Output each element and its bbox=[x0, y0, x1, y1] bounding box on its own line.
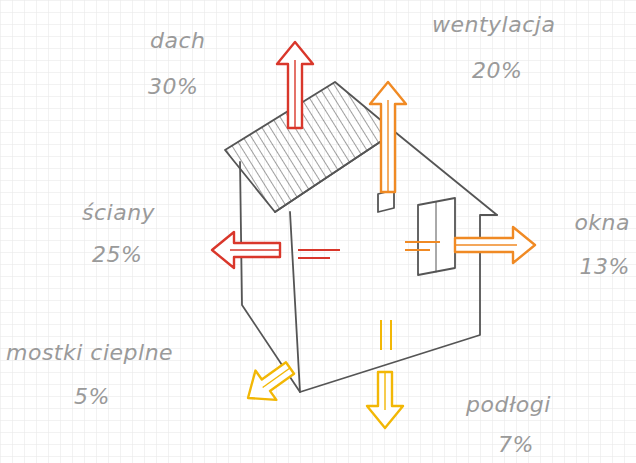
windows-label: okna bbox=[574, 210, 630, 236]
ventilation-arrow bbox=[370, 82, 406, 192]
ventilation-percent: 20% bbox=[472, 58, 522, 84]
ventilation-label: wentylacja bbox=[432, 12, 555, 38]
heat-arrows bbox=[212, 42, 535, 428]
ventilation-arrow-core bbox=[387, 100, 388, 192]
walls-percent: 25% bbox=[92, 242, 142, 268]
roof-arrow bbox=[277, 42, 313, 128]
bridge-arrow-core bbox=[263, 368, 290, 388]
windows-percent: 13% bbox=[580, 254, 630, 280]
bridge-arrow bbox=[248, 362, 294, 400]
roof-slope bbox=[225, 82, 395, 212]
roof-label: dach bbox=[150, 28, 206, 54]
heat-dash bbox=[405, 249, 430, 251]
chimney bbox=[378, 190, 394, 212]
window-arrow-core bbox=[455, 244, 517, 245]
heat-dash bbox=[405, 241, 440, 243]
roof-percent: 30% bbox=[148, 74, 198, 100]
floors-label: podłogi bbox=[466, 392, 551, 418]
heat-dash bbox=[298, 249, 340, 251]
floor-arrow bbox=[367, 372, 403, 428]
side-wall bbox=[240, 162, 300, 392]
window-frame bbox=[436, 202, 437, 272]
heat-dash bbox=[390, 320, 392, 350]
heat-dash bbox=[380, 320, 382, 350]
floor-arrow-core bbox=[384, 372, 385, 410]
walls-label: ściany bbox=[82, 200, 155, 226]
bridges-percent: 5% bbox=[74, 384, 110, 410]
roof-arrow-core bbox=[294, 60, 295, 128]
floors-percent: 7% bbox=[498, 432, 534, 458]
bridges-label: mostki cieplne bbox=[6, 340, 173, 366]
window bbox=[418, 198, 455, 275]
wall-arrow bbox=[212, 232, 280, 268]
window-arrow bbox=[455, 227, 535, 263]
wall-arrow-core bbox=[230, 249, 280, 250]
heat-dash bbox=[298, 257, 330, 259]
